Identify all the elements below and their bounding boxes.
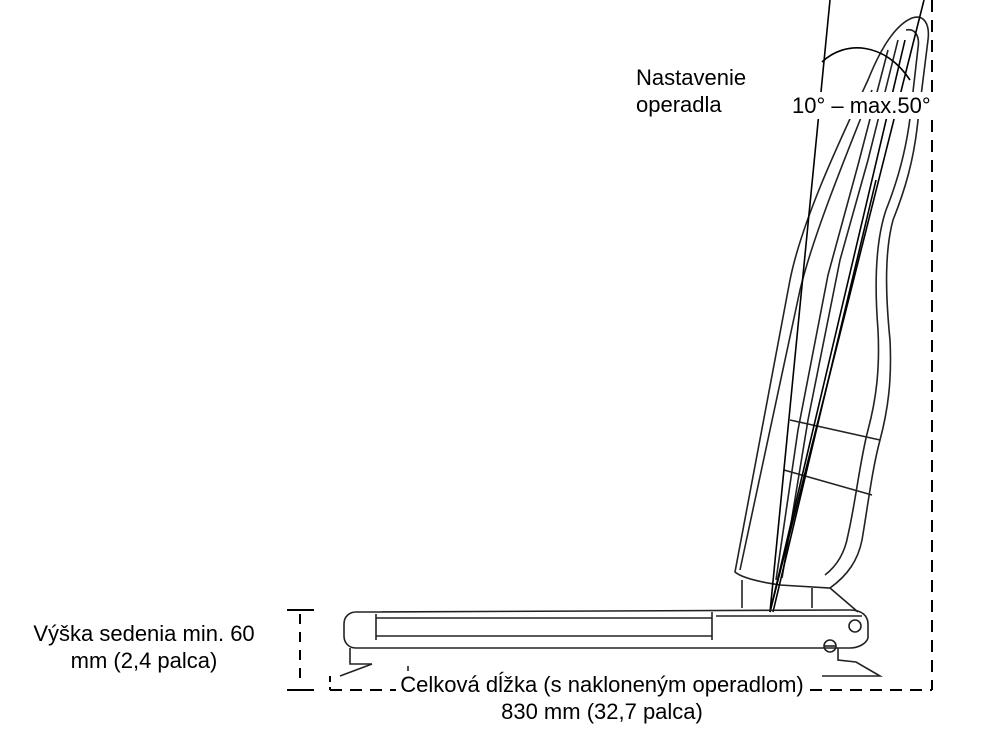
backrest-label-line1: Nastavenie <box>636 65 747 90</box>
seat-height-label: Výška sedenia min. 60 mm (2,4 palca) <box>8 620 280 674</box>
total-length-label: Celková dĺžka (s nakloneným operadlom) 8… <box>372 671 832 725</box>
hinge-knob <box>848 619 862 633</box>
seat-height-label-line1: Výška sedenia min. 60 <box>33 621 255 646</box>
backrest-adjustment-label: Nastavenie operadla <box>636 64 746 118</box>
backrest-label-line2: operadla <box>636 92 722 117</box>
total-length-label-line1: Celková dĺžka (s nakloneným operadlom) <box>396 671 808 698</box>
seat-height-label-line2: mm (2,4 palca) <box>70 648 218 673</box>
total-length-label-line2: 830 mm (32,7 palca) <box>501 699 703 724</box>
angle-arc <box>821 47 911 81</box>
angle-label: 10° – max.50° <box>790 92 933 119</box>
seat-base <box>339 609 883 677</box>
